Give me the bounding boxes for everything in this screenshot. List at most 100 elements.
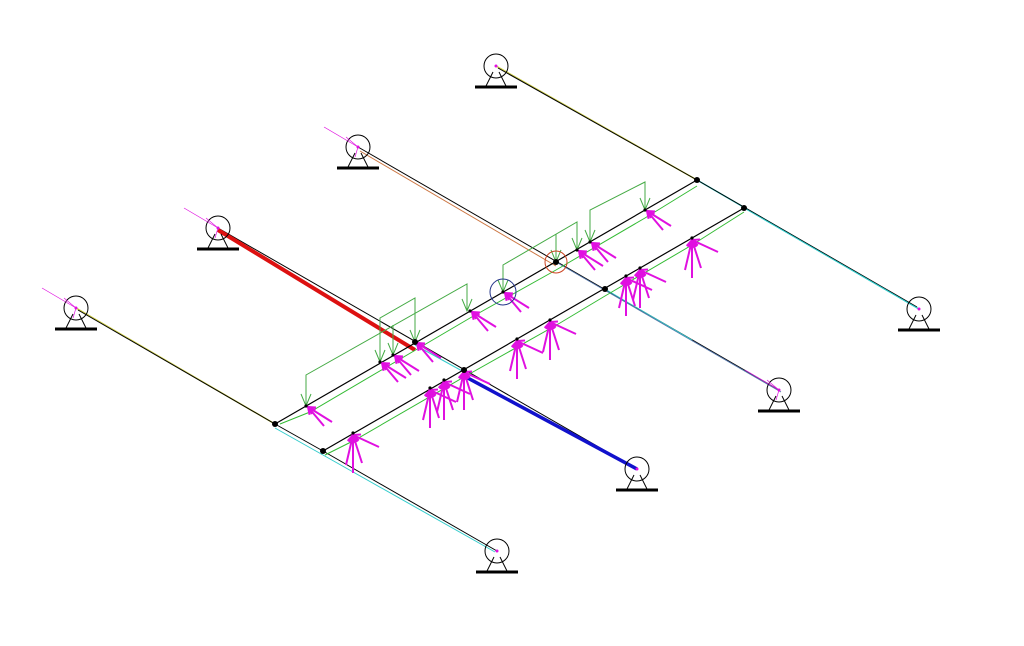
reaction-arrow-head-icon [442,380,453,390]
pipe-member [322,454,496,553]
support-node [495,549,499,553]
node [442,378,446,382]
reaction-arrow [183,207,219,229]
reaction-arrow [766,379,780,391]
support-circle [483,53,509,79]
support-leg [768,395,777,411]
support-circle [766,377,792,403]
reaction-arrow [691,239,719,253]
reaction-arrow [463,371,491,385]
support-leg [207,233,216,249]
red-highlighted-member [216,228,417,352]
reaction-arrow [72,307,77,319]
selection-marker-icon [489,278,517,306]
reaction-arrow-head-icon [515,339,526,349]
pipe-member [696,179,918,308]
reaction-arrow [504,292,522,313]
node [462,368,466,372]
reaction-arrow-head-icon [306,405,316,416]
support-leg [486,556,495,572]
node [690,236,694,240]
support-node [494,64,498,68]
reaction-arrow-head-icon [470,310,480,321]
reaction-arrow [744,369,780,391]
reaction-arrow [41,287,77,309]
support-leg [626,474,635,490]
pinned-support-icon[interactable] [41,287,97,331]
reaction-arrow-head-icon [393,354,403,365]
support-circle [906,296,932,322]
load-arrow-icon [461,298,473,313]
reaction-arrow-head-icon [638,268,649,278]
reaction-arrow [354,146,359,158]
load-bracket [379,297,416,342]
support-leg [65,313,74,329]
support-circle [345,134,371,160]
reaction-arrow [591,242,609,263]
support-leg [347,152,356,168]
support-node [635,467,639,471]
load-bracket [589,181,646,242]
reaction-arrow [639,269,650,299]
reaction-arrow [214,227,219,239]
node [575,248,579,252]
node [638,266,642,270]
node [468,309,472,313]
reaction-arrow-head-icon [428,388,439,398]
pinned-support-icon[interactable] [744,369,800,413]
pipe-member [497,67,698,181]
reaction-arrow-head-icon [548,320,559,330]
node [391,353,395,357]
reaction-arrow-head-icon [624,276,635,286]
support-circle [484,538,510,564]
node [273,422,277,426]
reaction-arrow [443,381,471,395]
reaction-arrow [516,340,527,370]
reaction-arrow [323,126,359,148]
support-leg [485,71,494,87]
support-leg [639,474,648,490]
pipe-member [604,288,693,341]
reaction-arrow [625,277,636,307]
support-node [917,307,921,311]
reaction-arrow-head-icon [380,361,390,372]
reaction-arrow [307,406,325,427]
pipe-member [274,427,324,456]
reaction-arrow [205,217,219,229]
blue-highlighted-member [463,374,638,471]
reaction-arrow [352,434,380,448]
beam-a [274,179,698,425]
pipe-member [555,261,782,393]
reaction-arrow-head-icon [590,241,600,252]
pinned-support-icon[interactable] [323,126,379,170]
support-circle [63,295,89,321]
support-leg [499,556,508,572]
reaction-arrow [352,434,363,464]
node [603,287,607,291]
node [624,274,628,278]
reaction-arrow [691,239,702,269]
node [321,449,325,453]
node [554,260,558,264]
reaction-arrow [578,250,596,271]
pinned-support-icon[interactable] [475,53,517,89]
support-circle [624,456,650,482]
node [588,240,592,244]
reaction-arrow-head-icon [577,249,587,260]
pipe-member [322,450,498,552]
reaction-arrow [443,381,454,411]
reaction-arrow [416,342,434,363]
pinned-support-icon[interactable] [183,207,239,251]
reaction-arrow [345,136,359,148]
reaction-arrow [471,311,489,332]
pinned-support-icon[interactable] [616,456,658,492]
reaction-arrow-head-icon [645,209,655,220]
pipe-member [359,150,557,267]
pinned-support-icon[interactable] [476,538,518,574]
node [548,318,552,322]
reaction-arrow [63,297,77,309]
pipe-member [743,207,920,310]
reaction-arrow [463,371,474,401]
pinned-support-icon[interactable] [898,296,940,332]
